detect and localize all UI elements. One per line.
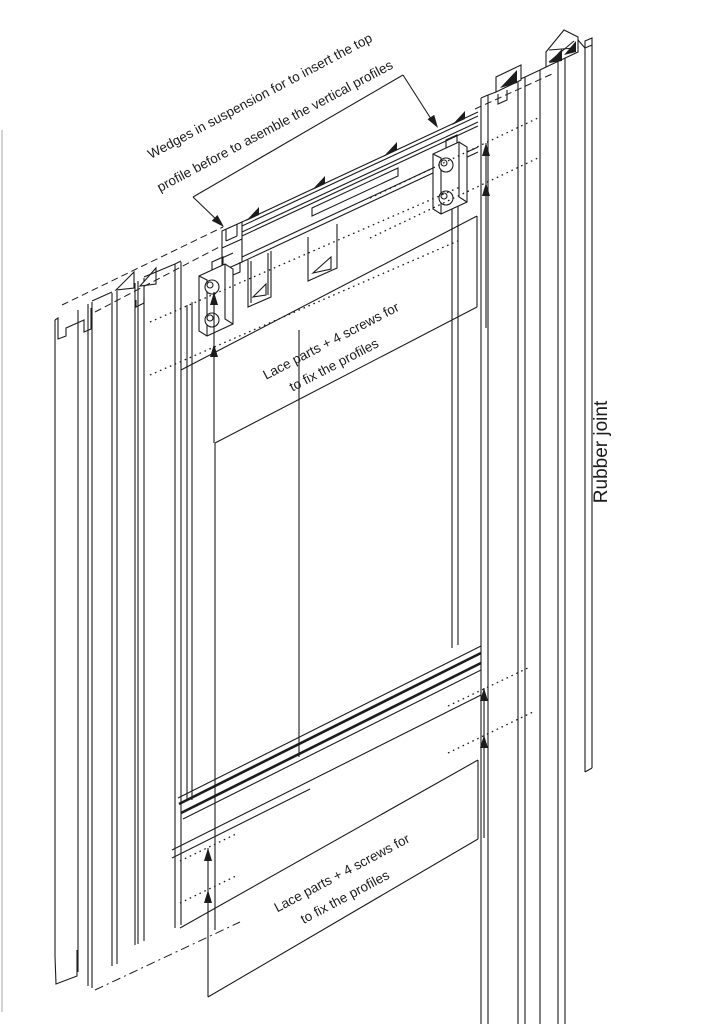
rail-slot-cutout: [311, 167, 399, 217]
lace-part-bracket-left: [198, 256, 234, 337]
right-profile-top-section-left: [495, 64, 522, 105]
alignment-dotted-lines: [149, 116, 541, 376]
left-profile-bottom-notch: [54, 921, 241, 991]
projection-dashed-line: [61, 226, 224, 306]
top-profile-rail: [221, 73, 553, 308]
rubber-joint-strip: [584, 45, 593, 773]
wedge-markers: [246, 111, 465, 221]
bottom-left-arrows: [179, 833, 237, 997]
left-profile-top-section: [54, 260, 182, 340]
rubber-joint-label: Rubber joint: [591, 400, 612, 503]
lace-part-arrows-left: [210, 292, 218, 930]
projection-dashed-line: [94, 244, 224, 313]
bottom-right-arrows: [447, 666, 534, 838]
lace-part-arrows-right: [482, 143, 490, 328]
top-annotation: Wedges in suspension for to insert the t…: [145, 30, 438, 227]
left-vertical-profile: [54, 226, 241, 991]
right-vertical-profile: [480, 29, 593, 1024]
bottom-rail: [171, 645, 482, 859]
projection-dashed-line: [474, 73, 553, 110]
lace-part-bracket-right: [432, 134, 468, 215]
inner-jamb-lines: [186, 191, 459, 800]
right-profile-top-section-right: [545, 29, 593, 68]
rail-hanging-clip-right: [307, 224, 338, 282]
rail-hanging-clip-left: [247, 251, 272, 308]
